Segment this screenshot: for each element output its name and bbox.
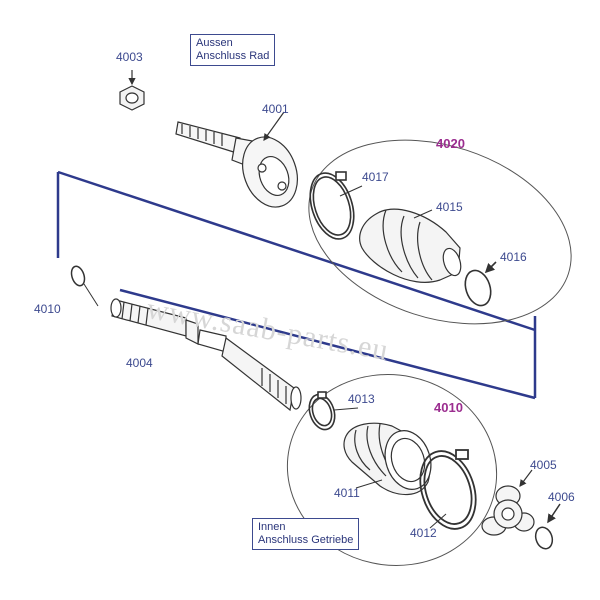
inner-kit-ellipse bbox=[286, 374, 498, 566]
part-label-4010: 4010 bbox=[34, 302, 61, 316]
group-label-outer-kit: 4020 bbox=[436, 136, 465, 151]
part-label-4005: 4005 bbox=[530, 458, 557, 472]
part-label-4003: 4003 bbox=[116, 50, 143, 64]
clamp-4013 bbox=[308, 391, 336, 431]
part-label-4017: 4017 bbox=[362, 170, 389, 184]
part-label-4006: 4006 bbox=[548, 490, 575, 504]
clamp-4017 bbox=[309, 171, 355, 240]
inner-connection-box: Innen Anschluss Getriebe bbox=[252, 518, 360, 550]
nut-4003 bbox=[119, 70, 145, 111]
part-label-4001: 4001 bbox=[262, 102, 289, 116]
driveshaft-4004 bbox=[110, 298, 302, 412]
outer-kit-ellipse bbox=[308, 139, 572, 325]
clip-4016 bbox=[464, 261, 497, 307]
clip-4010 bbox=[70, 265, 86, 287]
outer-box-line1: Aussen bbox=[196, 37, 233, 49]
leader-lines bbox=[83, 185, 447, 529]
part-label-4016: 4016 bbox=[500, 250, 527, 264]
outer-box-line2: Anschluss Rad bbox=[196, 50, 270, 62]
part-label-4012: 4012 bbox=[410, 526, 437, 540]
boot-4011 bbox=[343, 422, 432, 496]
circlip-4006 bbox=[534, 503, 561, 550]
inner-box-line2: Anschluss Getriebe bbox=[258, 534, 354, 546]
boot-4015 bbox=[359, 208, 462, 283]
inner-box-line1: Innen bbox=[258, 521, 286, 533]
part-label-4011: 4011 bbox=[334, 486, 360, 500]
assembly-frame bbox=[56, 170, 537, 400]
group-label-inner-kit: 4010 bbox=[434, 400, 463, 415]
part-label-4004: 4004 bbox=[126, 356, 153, 370]
outer-joint-4001 bbox=[175, 111, 298, 208]
clamp-4012 bbox=[419, 449, 477, 530]
outer-connection-box: Aussen Anschluss Rad bbox=[190, 34, 276, 66]
tripod-4005 bbox=[481, 469, 535, 536]
part-label-4013: 4013 bbox=[348, 392, 375, 406]
part-label-4015: 4015 bbox=[436, 200, 463, 214]
